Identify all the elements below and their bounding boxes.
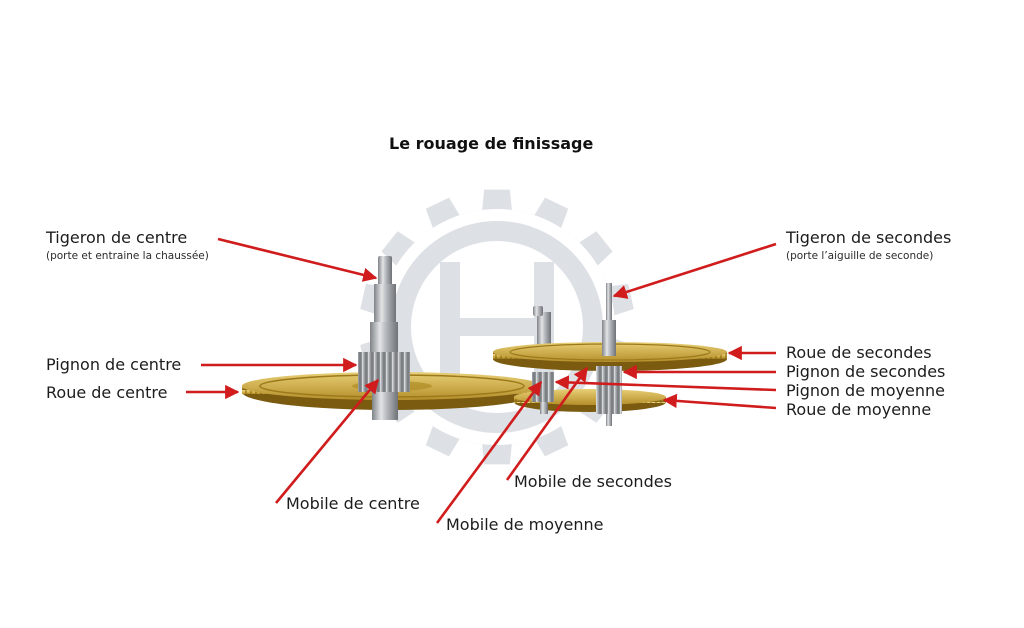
label-mobile-de-centre: Mobile de centre	[286, 494, 420, 513]
arrow-tigeron-centre	[217, 237, 378, 282]
label-tigeron-de-centre: Tigeron de centre	[46, 228, 188, 247]
diagram-title: Le rouage de finissage	[389, 134, 594, 153]
label-roue-de-centre: Roue de centre	[46, 383, 168, 402]
arrow-pignon-moyenne	[554, 375, 777, 392]
label-roue-de-moyenne: Roue de moyenne	[786, 400, 932, 419]
label-tigeron-de-secondes: Tigeron de secondes	[786, 228, 952, 247]
note-tigeron-de-centre: (porte et entraine la chaussée)	[46, 250, 209, 262]
arrow-mobile-secondes	[505, 366, 589, 481]
label-pignon-de-centre: Pignon de centre	[46, 355, 182, 374]
arrow-mobile-moyenne	[435, 380, 543, 524]
arrow-tigeron-secondes	[612, 242, 777, 299]
label-pignon-de-secondes: Pignon de secondes	[786, 362, 946, 381]
label-roue-de-secondes: Roue de secondes	[786, 343, 932, 362]
arrow-roue-moyenne	[662, 393, 777, 410]
note-tigeron-de-secondes: (porte l’aiguille de seconde)	[786, 250, 934, 262]
label-mobile-de-secondes: Mobile de secondes	[514, 472, 672, 491]
cog-tooth	[574, 231, 613, 270]
arrow-mobile-centre	[274, 378, 380, 504]
label-pignon-de-moyenne: Pignon de moyenne	[786, 381, 945, 400]
mobile-de-secondes-arbor	[596, 283, 622, 426]
label-mobile-de-moyenne: Mobile de moyenne	[446, 515, 604, 534]
watermark-logo: HA	[360, 189, 634, 465]
arrows	[186, 237, 777, 524]
